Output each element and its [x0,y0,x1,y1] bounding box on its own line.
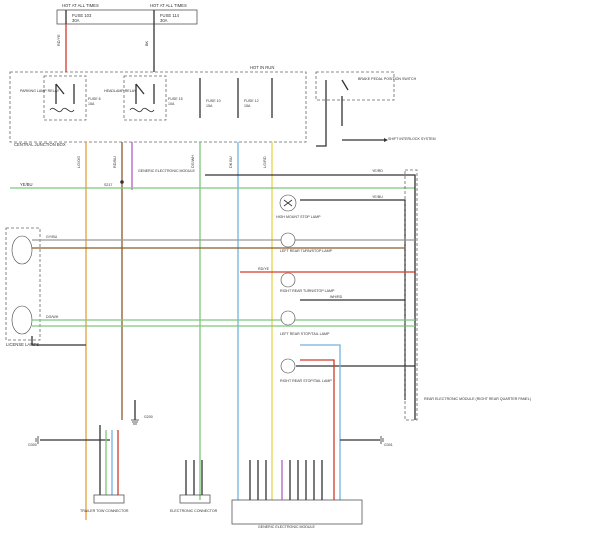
left-rear-stop-lamp [280,310,296,326]
relay-1-label: PARKING LAMP RELAY [20,89,60,93]
rear-electronic-module [404,169,418,421]
left-rear-stop-label: LEFT REAR STOP/TAIL LAMP [280,332,330,336]
fuse-left-amp: 30A [72,18,80,23]
generic-electronic-module-label: GENERIC ELECTRONIC MODULE [258,525,316,529]
fuse-left-label: FUSE 103 [72,13,92,18]
relay-2-coil [129,107,155,113]
wire-label-black-bus-2: YE/BU [372,195,383,199]
wire-label-feed-left: RD/YE [57,34,61,46]
wire-blue-rear [300,344,341,500]
electronic-connector-wires [185,460,203,495]
left-rear-turn-lamp [280,232,296,248]
wire-label-gray: GY/BU [46,235,58,239]
license-lamp-upper [11,235,33,265]
ground-right-label: G301 [384,443,393,447]
fuse-right-label: FUSE 114 [160,13,180,18]
junction-fuse-wires [199,78,273,118]
relay-2-contacts [135,83,155,104]
shift-interlock-arrow [384,138,388,142]
fuse-b-label: FUSE 15 [168,97,183,101]
trailer-tow-connector-box [93,494,125,504]
wire-label-yellow: LG/RD [263,156,267,168]
splice-s217-label: S217 [104,183,112,187]
high-mount-stop-label: HIGH MOUNT STOP LAMP [276,215,321,219]
central-junction-title: CENTRAL JUNCTION BOX [14,142,66,147]
brake-switch-contacts [325,79,349,126]
ground-g200-label: G200 [144,415,153,419]
wire-label-green: DG/WH [191,155,195,168]
fuse-right-amp: 30A [160,18,168,23]
shift-interlock-label: SHIFT INTERLOCK SYSTEM [388,137,436,141]
wire-black-bus [205,174,416,420]
ground-right-symbol [380,436,384,444]
fuse-c-amp: 15A [206,104,213,108]
central-junction-box [9,71,307,143]
wire-label-brown: RD/BU [113,156,117,168]
wire-label-feed-right: BK [145,40,149,46]
fuse-d-amp: 15A [244,104,251,108]
hot-at-all-times-left-label: HOT AT ALL TIMES [62,3,99,8]
brake-switch-label: BRAKE PEDAL POSITION SWITCH [358,77,417,81]
headlamp-relay [123,75,167,121]
fuse-panel-top [56,9,198,25]
right-rear-stop-lamp [280,358,296,374]
splice-s217 [120,180,124,184]
license-lamps-label: LICENSE LAMPS [6,342,39,347]
hot-at-all-times-right-label: HOT AT ALL TIMES [150,3,187,8]
gem-module-note: GENERIC ELECTRONIC MODULE [138,169,196,173]
right-rear-turn-label: RIGHT REAR TURN/STOP LAMP [280,289,335,293]
wire-label-orange: LG/OG [77,156,81,168]
fuse-a-amp: 15A [88,102,95,106]
trailer-tow-connector-label: TRAILER TOW CONNECTOR [80,509,129,513]
license-lamps-box [5,227,41,341]
electronic-connector-label: ELECTRONIC CONNECTOR [170,509,218,513]
fuse-d-label: FUSE 12 [244,99,259,103]
high-mount-stop-filament [283,199,293,207]
hot-in-run-label: HOT IN RUN [250,65,274,70]
wire-label-green-bus: YE/BU [20,182,33,187]
license-lamp-lower [11,305,33,335]
relay-1-coil [49,107,75,113]
ground-g200-symbol [131,419,139,425]
relay-2-label: HEADLAMP RELAY [104,89,137,93]
wire-label-green-license: DG/WH [46,315,59,319]
fuse-b-amp: 10A [168,102,175,106]
wire-red-rear-down [300,359,335,500]
brake-switch-feed [316,96,327,147]
wire-label-blue: DK BU [229,156,233,168]
left-rear-turn-label: LEFT REAR TURN/STOP LAMP [280,249,333,253]
gem-input-wires [249,460,323,500]
ground-left-symbol [35,436,39,444]
ground-left-label: G300 [28,443,37,447]
right-rear-stop-label: RIGHT REAR STOP/TAIL LAMP [280,379,332,383]
brake-pedal-switch-box [315,71,395,101]
generic-electronic-module-box [231,499,363,525]
right-rear-turn-lamp [280,272,296,288]
wire-label-black-rear-2: WH/RD [330,295,343,299]
relay-1-contacts [55,83,75,104]
fuse-c-label: FUSE 10 [206,99,221,103]
parking-lamp-relay [43,75,87,121]
rear-electronic-module-label: REAR ELECTRONIC MODULE (RIGHT REAR QUART… [424,397,531,401]
fuse-a-label: FUSE 6 [88,97,101,101]
electronic-connector-box [179,494,211,504]
wire-label-black-bus: YE/RD [372,169,383,173]
wire-black-license-ground [31,336,86,346]
wire-label-red-rear: RD/YE [258,267,270,271]
